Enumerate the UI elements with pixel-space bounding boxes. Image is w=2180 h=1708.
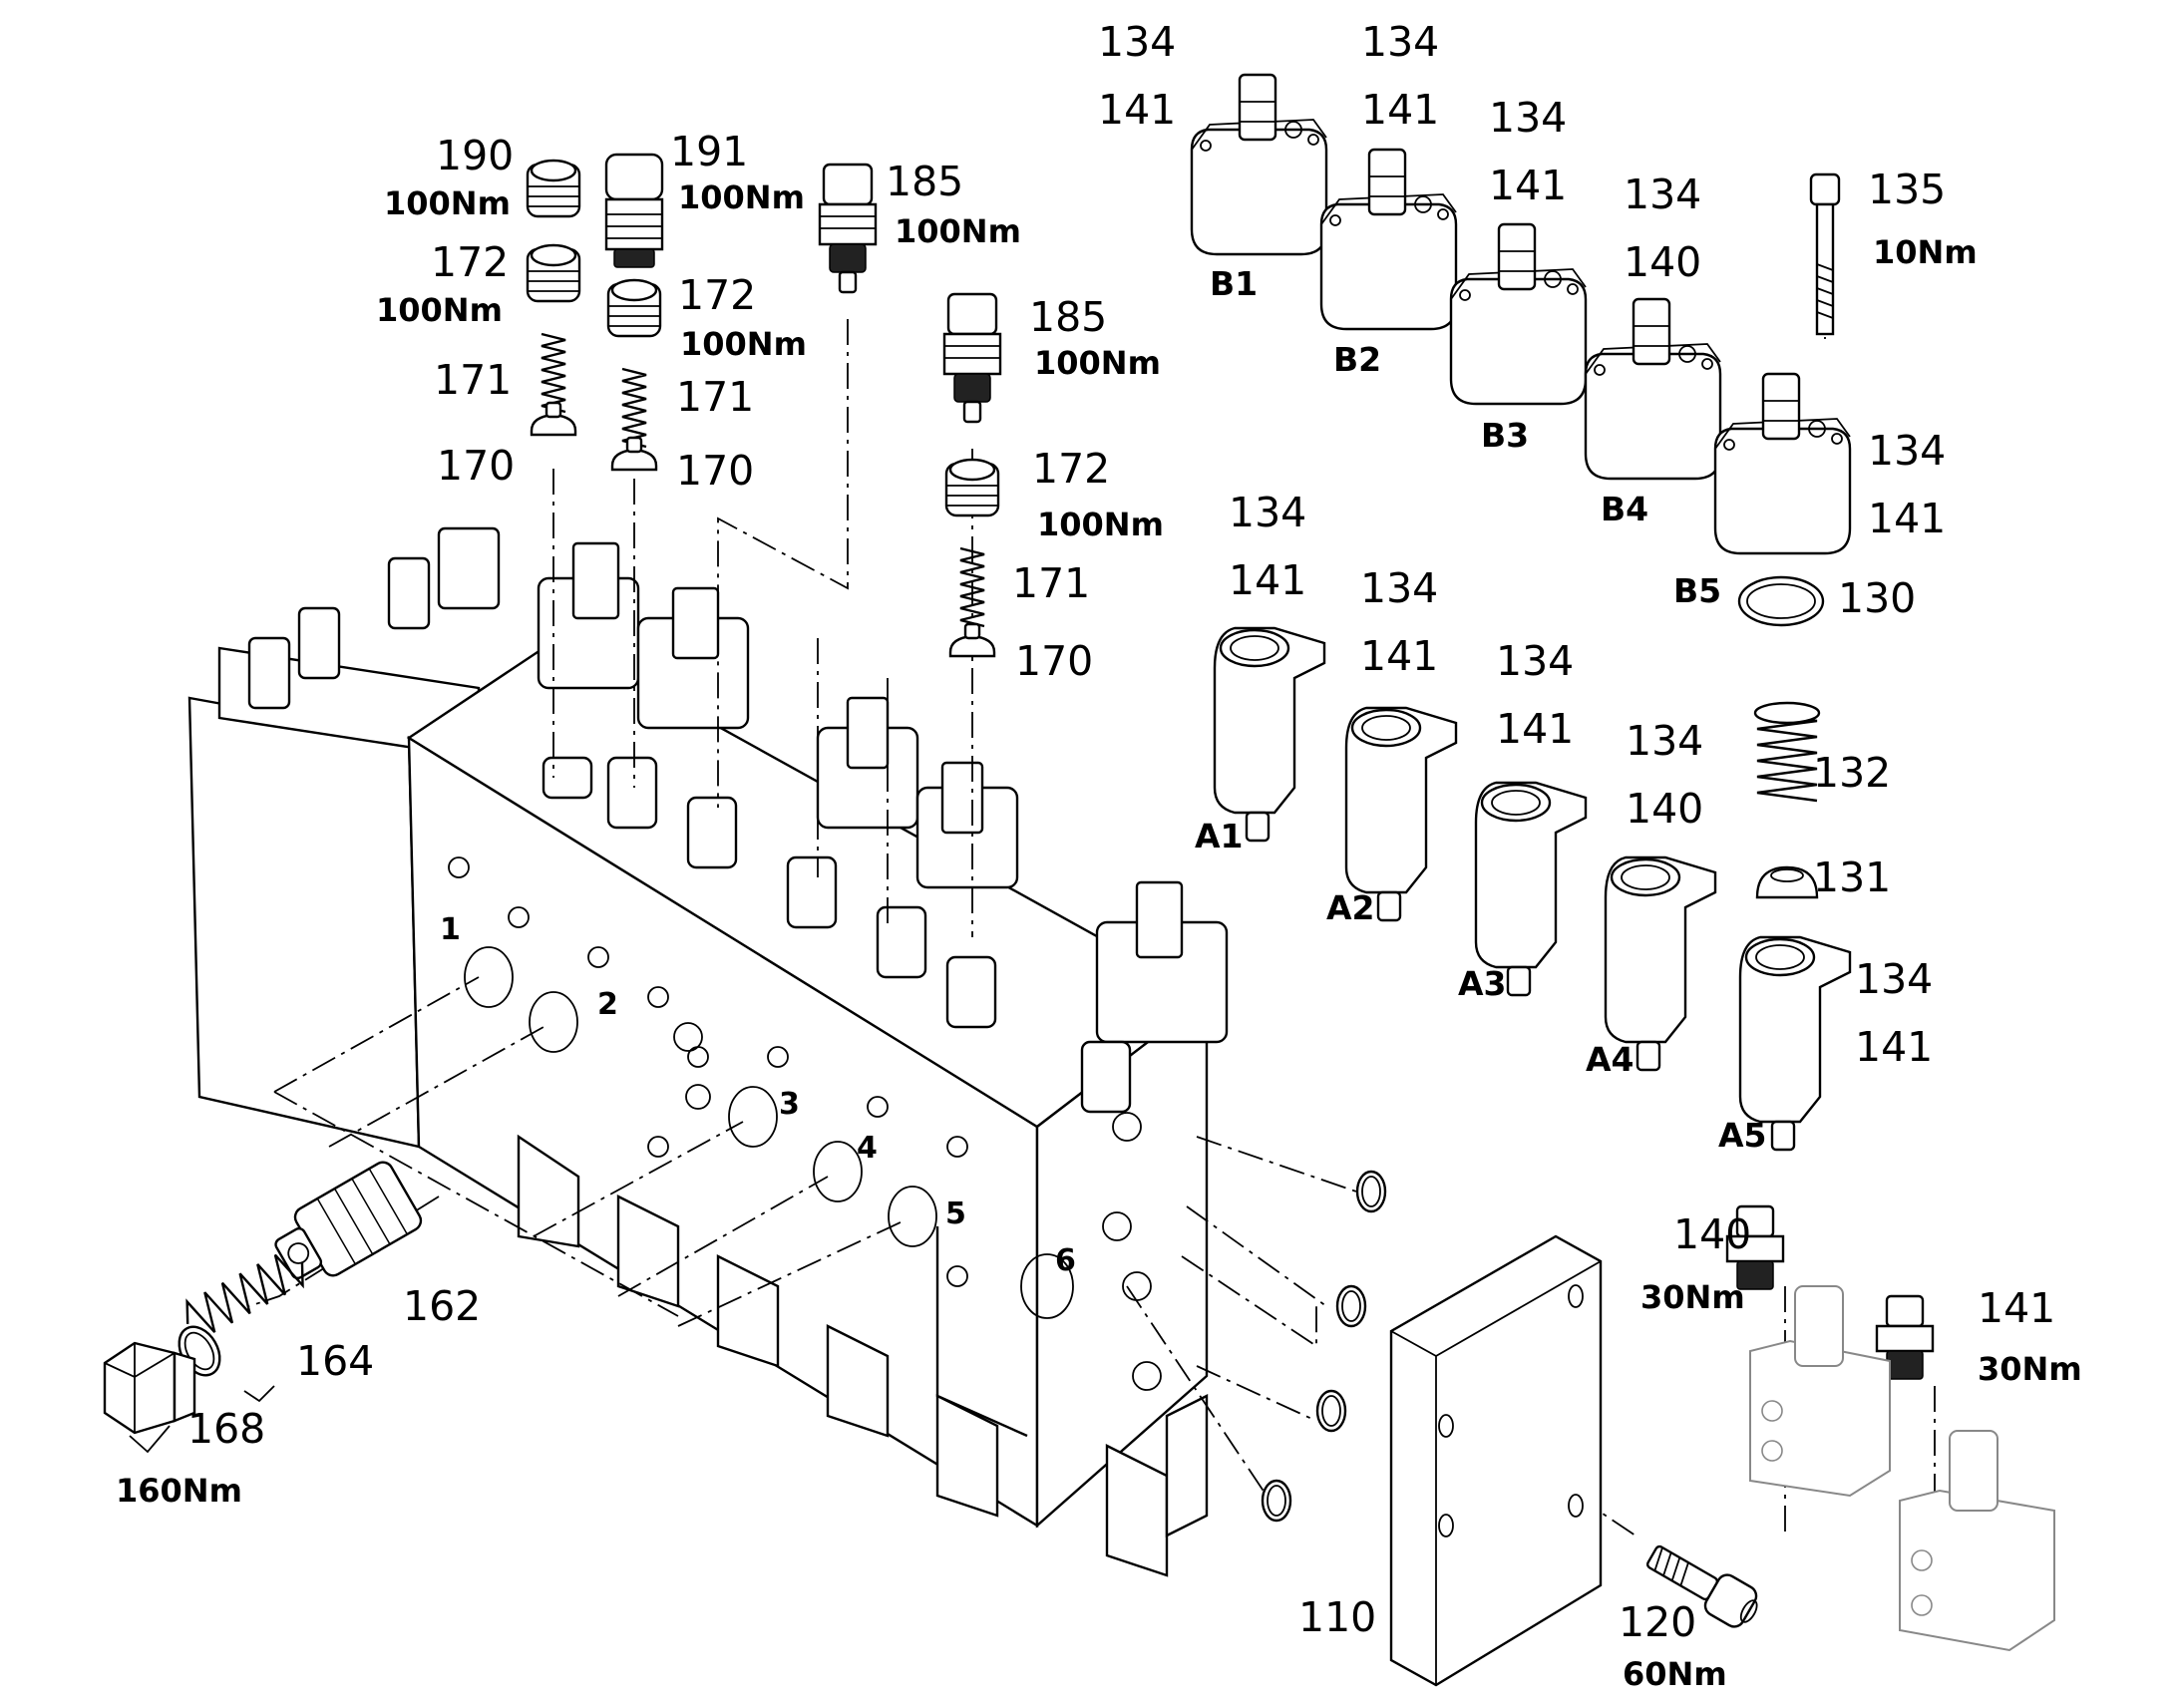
section-a4: A4 bbox=[1586, 1040, 1635, 1079]
torque-160: 160Nm bbox=[116, 1472, 242, 1510]
port-4: 4 bbox=[857, 1131, 878, 1166]
torque-120: 60Nm bbox=[1623, 1655, 1727, 1693]
label-162: 162 bbox=[403, 1282, 482, 1330]
side-orings bbox=[1261, 1170, 1387, 1523]
assembly-lines bbox=[248, 249, 1936, 1615]
label-140-sensor: 140 bbox=[1673, 1210, 1752, 1258]
section-b4: B4 bbox=[1601, 490, 1649, 528]
torque-185-b: 100Nm bbox=[1034, 344, 1161, 382]
torque-135: 10Nm bbox=[1873, 233, 1978, 271]
a-caps bbox=[1213, 626, 1852, 1152]
label-170-b: 170 bbox=[676, 447, 755, 495]
label-134-a2: 134 bbox=[1360, 564, 1439, 612]
label-141-a3: 141 bbox=[1496, 705, 1575, 753]
torque-185-a: 100Nm bbox=[895, 212, 1021, 250]
label-171-a: 171 bbox=[434, 356, 513, 404]
port-3: 3 bbox=[779, 1087, 800, 1122]
label-134-b4: 134 bbox=[1624, 171, 1702, 218]
label-140-b4: 140 bbox=[1624, 238, 1702, 286]
torque-140-sensor: 30Nm bbox=[1640, 1278, 1745, 1316]
label-164: 164 bbox=[296, 1337, 375, 1385]
label-141-b1: 141 bbox=[1098, 86, 1177, 134]
label-191: 191 bbox=[670, 128, 749, 175]
label-131: 131 bbox=[1813, 854, 1892, 901]
port-6: 6 bbox=[1055, 1243, 1076, 1278]
label-172-b: 172 bbox=[678, 271, 757, 319]
label-141-sensor: 141 bbox=[1978, 1284, 2056, 1332]
label-135: 135 bbox=[1868, 166, 1947, 213]
section-b3: B3 bbox=[1481, 416, 1530, 455]
port-2: 2 bbox=[597, 987, 618, 1022]
section-b5: B5 bbox=[1673, 571, 1722, 610]
section-a1: A1 bbox=[1195, 817, 1244, 855]
section-a3: A3 bbox=[1458, 964, 1507, 1003]
torque-141-sensor: 30Nm bbox=[1978, 1350, 2082, 1388]
torque-172-b: 100Nm bbox=[680, 325, 807, 363]
spool-plug-parts bbox=[103, 1161, 423, 1454]
label-171-c: 171 bbox=[1012, 559, 1091, 607]
section-b1: B1 bbox=[1210, 264, 1259, 303]
section-b2: B2 bbox=[1333, 340, 1382, 379]
label-185-b: 185 bbox=[1029, 293, 1108, 341]
label-141-a1: 141 bbox=[1229, 556, 1307, 604]
label-172-c: 172 bbox=[1032, 445, 1111, 493]
label-170-a: 170 bbox=[437, 442, 516, 490]
label-134-b1: 134 bbox=[1098, 18, 1177, 66]
pressure-sensors bbox=[1725, 1204, 2055, 1652]
torque-190: 100Nm bbox=[384, 184, 511, 222]
label-168: 168 bbox=[187, 1405, 266, 1453]
label-141-a5: 141 bbox=[1855, 1023, 1934, 1071]
label-170-c: 170 bbox=[1015, 637, 1094, 685]
label-134-b2: 134 bbox=[1361, 18, 1440, 66]
label-134-b3: 134 bbox=[1489, 94, 1568, 142]
label-120: 120 bbox=[1619, 1598, 1697, 1646]
label-141-b5: 141 bbox=[1868, 495, 1947, 542]
cover-plate bbox=[1389, 1234, 1758, 1687]
control-valve-body bbox=[187, 526, 1229, 1577]
section-a2: A2 bbox=[1326, 888, 1375, 927]
torque-172-a: 100Nm bbox=[376, 291, 503, 329]
label-141-b3: 141 bbox=[1489, 162, 1568, 209]
label-110: 110 bbox=[1298, 1593, 1377, 1641]
label-134-a1: 134 bbox=[1229, 489, 1307, 536]
top-relief-parts bbox=[526, 153, 1002, 658]
label-130: 130 bbox=[1838, 574, 1917, 622]
label-171-b: 171 bbox=[676, 373, 755, 421]
torque-191: 100Nm bbox=[678, 178, 805, 216]
port-5: 5 bbox=[945, 1196, 966, 1231]
label-134-a4: 134 bbox=[1626, 717, 1704, 765]
label-134-a5: 134 bbox=[1855, 955, 1934, 1003]
label-172-a: 172 bbox=[431, 238, 510, 286]
label-140-a4: 140 bbox=[1626, 785, 1704, 833]
torque-172-c: 100Nm bbox=[1037, 506, 1164, 543]
label-185-a: 185 bbox=[886, 158, 964, 205]
b-caps bbox=[1190, 73, 1852, 627]
label-190: 190 bbox=[436, 132, 515, 179]
label-134-a3: 134 bbox=[1496, 637, 1575, 685]
port-1: 1 bbox=[440, 912, 461, 947]
label-141-b2: 141 bbox=[1361, 86, 1440, 134]
label-132: 132 bbox=[1813, 749, 1892, 797]
label-134-b5: 134 bbox=[1868, 427, 1947, 475]
label-141-a2: 141 bbox=[1360, 632, 1439, 680]
section-a5: A5 bbox=[1718, 1116, 1767, 1155]
